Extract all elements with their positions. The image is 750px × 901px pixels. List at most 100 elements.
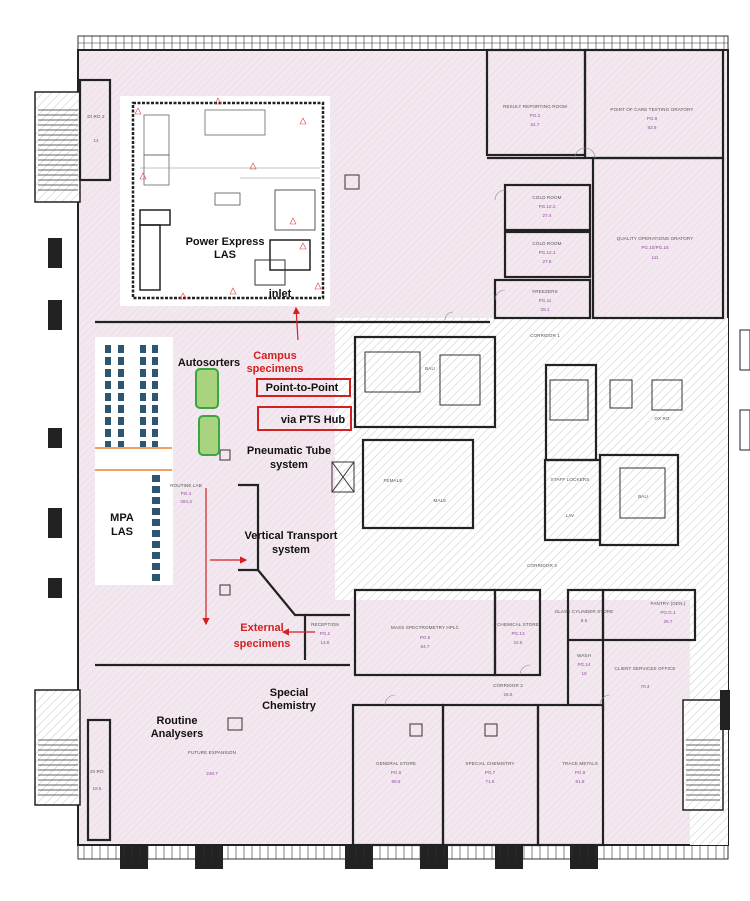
- svg-text:POINT OF CARE TESTING ORATORY: POINT OF CARE TESTING ORATORY: [610, 107, 693, 112]
- room-cold-room-1: COLD ROOM PG.12.1 27.8: [532, 241, 561, 264]
- label-vertical-transport-system: Vertical Transport system: [245, 530, 338, 556]
- svg-text:61.7: 61.7: [531, 122, 540, 127]
- room-point-of-care-testing: POINT OF CARE TESTING ORATORY PG.9 82.9: [610, 107, 693, 130]
- svg-text:External: External: [240, 622, 283, 634]
- svg-text:Analysers: Analysers: [151, 728, 204, 740]
- svg-text:PG.12.2: PG.12.2: [539, 204, 556, 209]
- analyser-module: [152, 541, 160, 548]
- svg-text:MASS SPECTROMETRY HPLC: MASS SPECTROMETRY HPLC: [391, 625, 460, 630]
- point-to-point-box: [256, 378, 351, 397]
- svg-text:PG.1: PG.1: [320, 631, 331, 636]
- analyser-module: [152, 519, 160, 526]
- room-di-ro: DI RO 18.5: [90, 769, 104, 791]
- svg-text:61.8: 61.8: [576, 779, 585, 784]
- svg-text:10: 10: [581, 671, 587, 676]
- svg-text:111: 111: [652, 255, 659, 260]
- svg-text:PG.4: PG.4: [181, 491, 192, 496]
- mpa-las-drawing: [95, 337, 173, 585]
- analyser-module: [140, 345, 146, 353]
- label-external-specimens: External specimens: [234, 622, 291, 650]
- analyser-module: [118, 345, 124, 353]
- svg-text:PG.11: PG.11: [539, 298, 552, 303]
- svg-text:248.7: 248.7: [206, 771, 218, 776]
- room-special-chemistry: SPECIAL CHEMISTRY PG.7 71.6: [465, 761, 514, 784]
- svg-text:PANTRY (GEN.): PANTRY (GEN.): [651, 601, 686, 606]
- svg-text:PG.8: PG.8: [575, 770, 586, 775]
- analyser-module: [152, 441, 158, 449]
- analyser-module: [118, 357, 124, 365]
- svg-text:27.8: 27.8: [543, 259, 552, 264]
- svg-text:FUTURE EXPANSION: FUTURE EXPANSION: [188, 750, 236, 755]
- analyser-module: [105, 369, 111, 377]
- svg-text:71.6: 71.6: [486, 779, 495, 784]
- equipment-marker: [249, 162, 257, 170]
- corridor-core: [340, 323, 725, 595]
- svg-text:specimens: specimens: [247, 363, 304, 375]
- svg-text:PG.2: PG.2: [530, 113, 541, 118]
- svg-text:GENERAL STORE: GENERAL STORE: [376, 761, 416, 766]
- analyser-module: [140, 441, 146, 449]
- svg-text:404.3: 404.3: [180, 499, 192, 504]
- equipment-marker: [179, 292, 187, 300]
- room-di-ro-2: DI RO 2 14: [87, 114, 105, 143]
- analyser-module: [152, 357, 158, 365]
- svg-text:82.9: 82.9: [648, 125, 657, 130]
- analyser-module: [140, 405, 146, 413]
- analyser-module: [152, 429, 158, 437]
- room-male: MALE: [434, 498, 447, 503]
- label-campus-specimens: Campus specimens: [247, 350, 304, 375]
- window-band-top: [77, 35, 729, 51]
- svg-text:PG.6: PG.6: [391, 770, 402, 775]
- staircase-southeast: [682, 699, 724, 811]
- analyser-module: [152, 381, 158, 389]
- analyser-module: [105, 429, 111, 437]
- svg-text:RECEPTION: RECEPTION: [311, 622, 339, 627]
- analyser-module: [152, 486, 160, 493]
- equipment-marker: [299, 117, 307, 125]
- svg-text:PG.13: PG.13: [511, 631, 524, 636]
- room-quality-operations: QUALITY OPERATIONS ORATORY PG.10/PG.16 1…: [617, 236, 694, 260]
- analyser-module: [152, 552, 160, 559]
- label-mpa-las: MPA LAS: [110, 512, 134, 538]
- svg-text:Pneumatic Tube: Pneumatic Tube: [247, 445, 331, 457]
- specimen-flow-arrows: [202, 306, 315, 636]
- svg-text:Campus: Campus: [253, 350, 296, 362]
- analyser-module: [140, 357, 146, 365]
- room-trace-metals: TRACE METALS PG.8 61.8: [562, 761, 598, 784]
- analyser-module: [152, 393, 158, 401]
- svg-text:SPECIAL CHEMISTRY: SPECIAL CHEMISTRY: [465, 761, 514, 766]
- svg-text:8.5: 8.5: [581, 618, 588, 623]
- analyser-module: [140, 381, 146, 389]
- room-bau-1: BAU: [425, 366, 435, 371]
- room-female: FEMALE: [384, 478, 403, 483]
- svg-text:64.7: 64.7: [421, 644, 430, 649]
- svg-text:LAS: LAS: [111, 526, 133, 538]
- svg-text:Routine: Routine: [157, 715, 198, 727]
- label-power-express-las: Power Express LAS: [186, 236, 265, 261]
- equipment-marker: [314, 282, 322, 290]
- room-mass-spectrometry: MASS SPECTROMETRY HPLC PG.5 64.7: [391, 625, 460, 649]
- room-freezers: FREEZERS PG.11 28.1: [532, 289, 557, 312]
- label-special-chemistry: Special Chemistry: [262, 687, 317, 712]
- analyser-module: [140, 417, 146, 425]
- svg-text:CLIENT SERVICES OFFICE: CLIENT SERVICES OFFICE: [615, 666, 676, 671]
- analyser-module: [118, 381, 124, 389]
- analyser-module: [152, 405, 158, 413]
- label-inlet: inlet: [269, 288, 292, 300]
- analyser-module: [118, 405, 124, 413]
- analyser-module: [152, 563, 160, 570]
- svg-text:DI RO: DI RO: [90, 769, 104, 774]
- svg-text:Power Express: Power Express: [186, 236, 265, 248]
- analyser-module: [152, 345, 158, 353]
- svg-text:GLASS CYLINDER STORE: GLASS CYLINDER STORE: [555, 609, 614, 614]
- svg-text:Chemistry: Chemistry: [262, 700, 317, 712]
- label-point-to-point: Point-to-Point: [266, 382, 339, 394]
- svg-text:22.5: 22.5: [514, 640, 523, 645]
- svg-text:CORRIDOR 2: CORRIDOR 2: [493, 683, 523, 688]
- staircase-southwest: [34, 689, 81, 806]
- svg-text:DI RO 2: DI RO 2: [87, 114, 105, 119]
- label-autosorters: Autosorters: [178, 357, 240, 369]
- doors: [384, 147, 611, 706]
- room-pantry: PANTRY (GEN.) PG.G.1 25.7: [651, 601, 686, 624]
- svg-text:PG.5: PG.5: [420, 635, 431, 640]
